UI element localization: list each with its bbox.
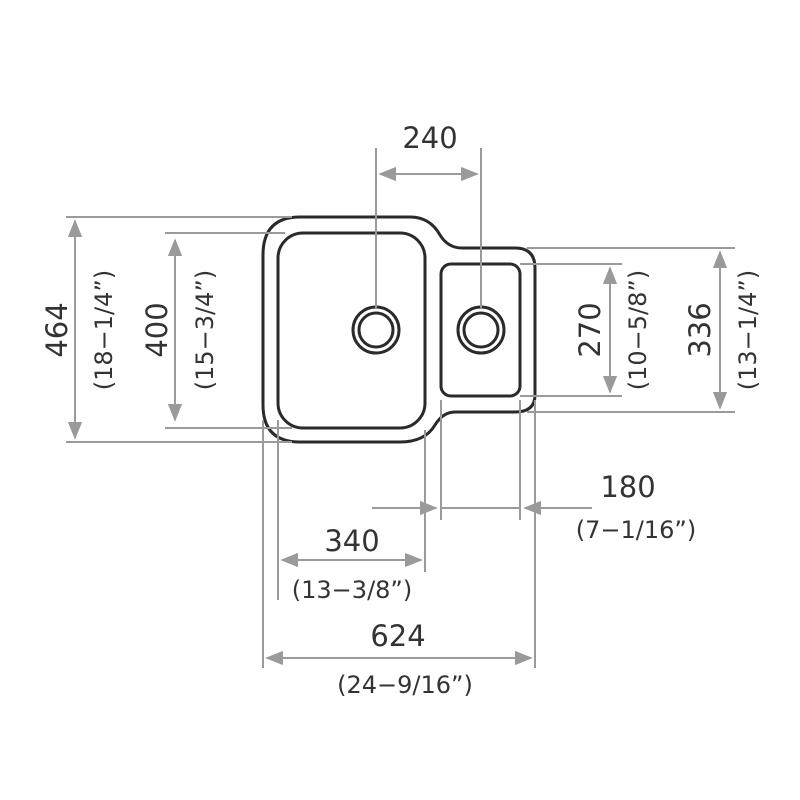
small-bowl-width-label: 180 xyxy=(600,470,655,504)
main-bowl xyxy=(276,231,427,430)
dim-drain-spacing: 240 xyxy=(375,121,482,308)
small-bowl-width-inch: (7−1/16”) xyxy=(576,516,696,544)
main-bowl-width-label: 340 xyxy=(324,524,379,558)
dim-overall-width: 624 (24−9/16”) xyxy=(262,400,536,699)
overall-width-label: 624 xyxy=(370,619,425,653)
dim-small-bowl-width: 180 (7−1/16”) xyxy=(372,400,696,544)
dim-overall-depth: 464 (18−1/4”) xyxy=(40,216,292,443)
overall-width-inch: (24−9/16”) xyxy=(337,671,473,699)
overall-depth-label: 464 xyxy=(40,302,74,357)
small-section-depth-label: 336 xyxy=(683,302,717,357)
main-bowl-depth-inch: (15−3/4”) xyxy=(191,270,219,390)
dim-main-bowl-width: 340 (13−3/8”) xyxy=(277,420,426,604)
main-bowl-width-inch: (13−3/8”) xyxy=(292,576,412,604)
small-bowl-depth-inch: (10−5/8”) xyxy=(624,270,652,390)
main-drain-icon xyxy=(351,305,401,355)
small-section-depth-inch: (13−1/4”) xyxy=(734,270,762,390)
dim-small-section-depth: 336 (13−1/4”) xyxy=(527,247,762,413)
main-bowl-depth-label: 400 xyxy=(140,302,174,357)
dim-small-bowl-depth: 270 (10−5/8”) xyxy=(520,263,652,397)
overall-depth-inch: (18−1/4”) xyxy=(90,270,118,390)
small-bowl-depth-label: 270 xyxy=(573,302,607,357)
drain-spacing-label: 240 xyxy=(402,121,457,155)
small-drain-icon xyxy=(456,305,506,355)
dim-main-bowl-depth: 400 (15−3/4”) xyxy=(140,232,292,429)
sink-outline xyxy=(261,215,537,444)
